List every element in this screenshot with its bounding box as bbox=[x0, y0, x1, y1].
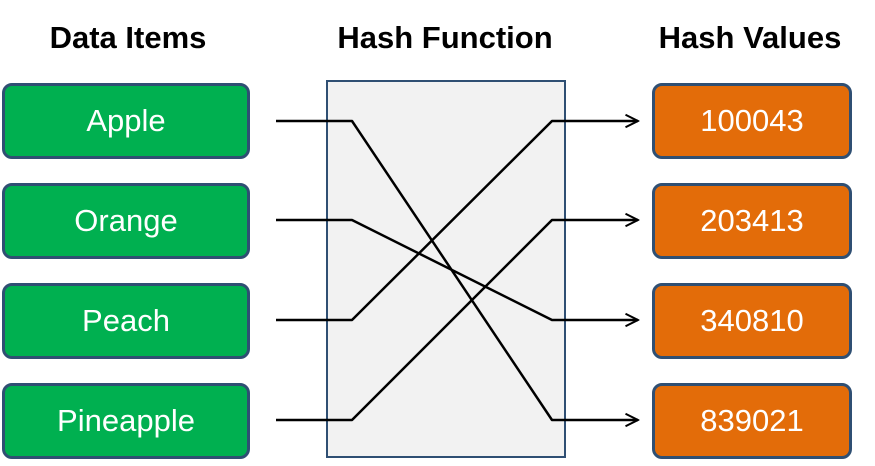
wire-apple-to-839021 bbox=[276, 119, 638, 420]
hash-value-839021: 839021 bbox=[652, 383, 852, 459]
data-item-peach: Peach bbox=[2, 283, 250, 359]
hash-value-203413: 203413 bbox=[652, 183, 852, 259]
data-item-orange: Orange bbox=[2, 183, 250, 259]
hash-value-100043: 100043 bbox=[652, 83, 852, 159]
hash-value-340810: 340810 bbox=[652, 283, 852, 359]
wire-orange-to-340810 bbox=[276, 218, 638, 320]
data-item-apple: Apple bbox=[2, 83, 250, 159]
data-items-heading: Data Items bbox=[49, 20, 207, 55]
wire-peach-to-100043 bbox=[276, 121, 638, 322]
data-item-pineapple: Pineapple bbox=[2, 383, 250, 459]
hash-function-heading: Hash Function bbox=[337, 20, 553, 55]
hash-values-heading: Hash Values bbox=[658, 20, 842, 55]
wire-pineapple-to-203413 bbox=[276, 220, 638, 422]
